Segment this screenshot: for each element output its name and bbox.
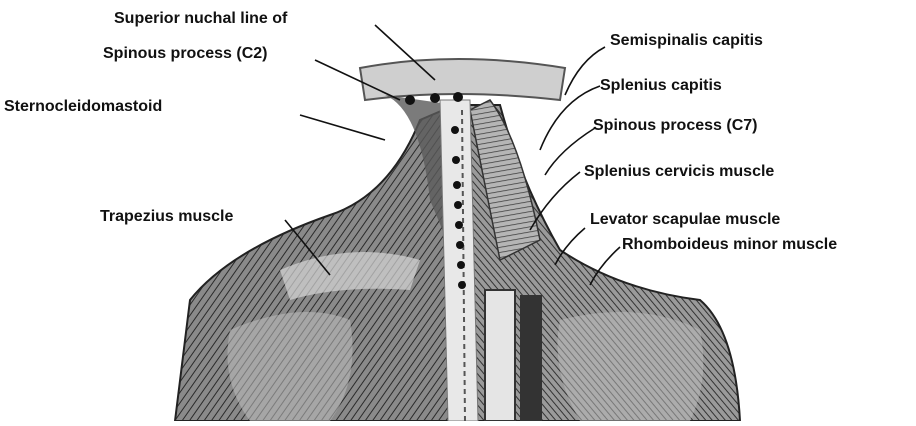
label-splenius-cervicis-muscle: Splenius cervicis muscle [584,163,774,181]
label-spinous-process-c7: Spinous process (C7) [593,117,757,135]
right-scapula-highlight [558,312,704,421]
skull-base [360,59,565,100]
label-semispinalis-capitis: Semispinalis capitis [610,32,763,50]
label-sternocleidomastoid: Sternocleidomastoid [4,98,162,116]
label-trapezius-muscle: Trapezius muscle [100,208,233,226]
label-rhomboideus-minor-muscle: Rhomboideus minor muscle [622,236,837,254]
right-spinal-band-dark [520,295,542,421]
left-scapula-highlight [228,312,353,421]
label-levator-scapulae-muscle: Levator scapulae muscle [590,211,780,229]
label-spinous-process-c2: Spinous process (C2) [103,45,267,63]
label-superior-nuchal-line: Superior nuchal line of [114,10,287,28]
right-spinal-band [485,290,515,421]
label-splenius-capitis: Splenius capitis [600,77,722,95]
